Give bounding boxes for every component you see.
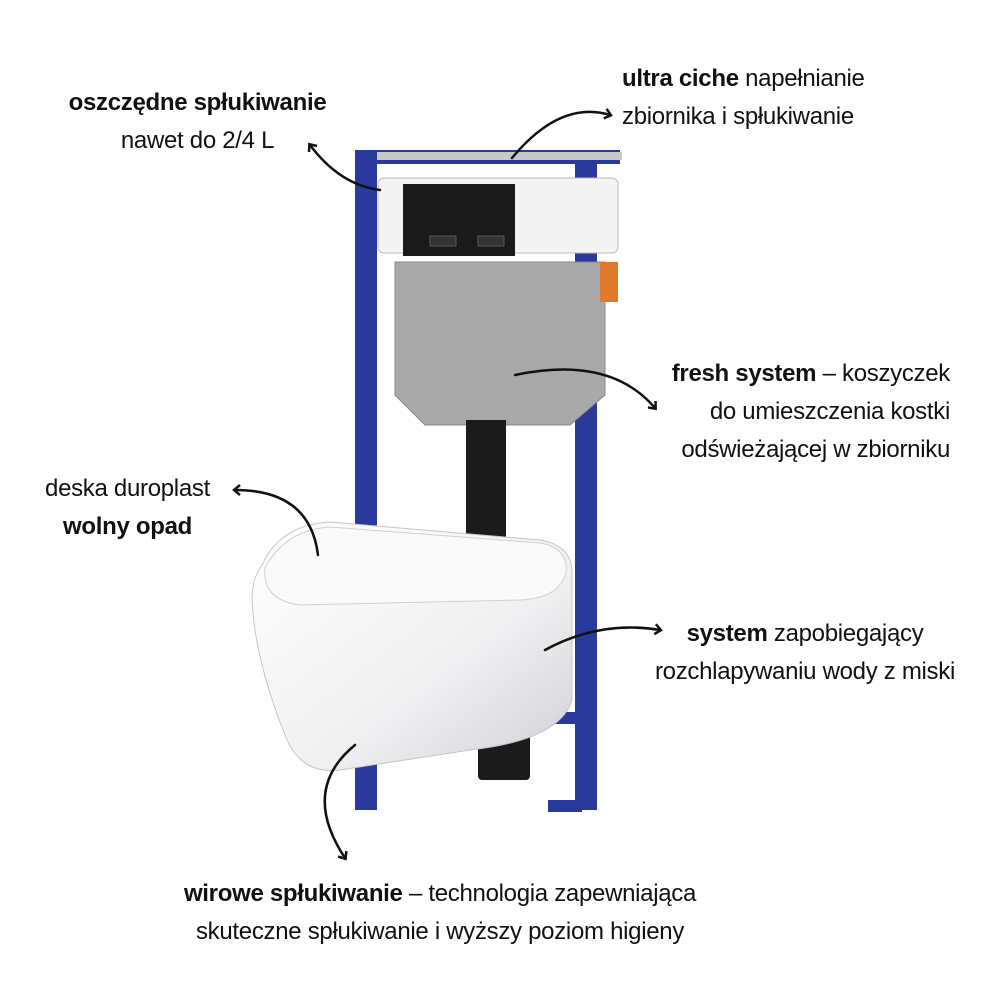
label-anti-splash: system zapobiegający rozchlapywaniu wody… — [654, 620, 955, 685]
label-vortex-flush: wirowe spłukiwanie – technologia zapewni… — [183, 880, 697, 945]
toilet-seat — [264, 526, 567, 606]
label-fresh-system: fresh system – koszyczek do umieszczenia… — [671, 360, 951, 463]
toilet-bowl — [251, 521, 573, 772]
label-quiet-filling: ultra ciche napełnianie zbiornika i spłu… — [622, 65, 865, 130]
annotation-arrows — [232, 108, 663, 861]
label-flush-saving: oszczędne spłukiwanie nawet do 2/4 L — [68, 89, 327, 154]
label-seat: deska duroplast wolny opad — [45, 475, 210, 540]
cistern — [377, 177, 619, 426]
